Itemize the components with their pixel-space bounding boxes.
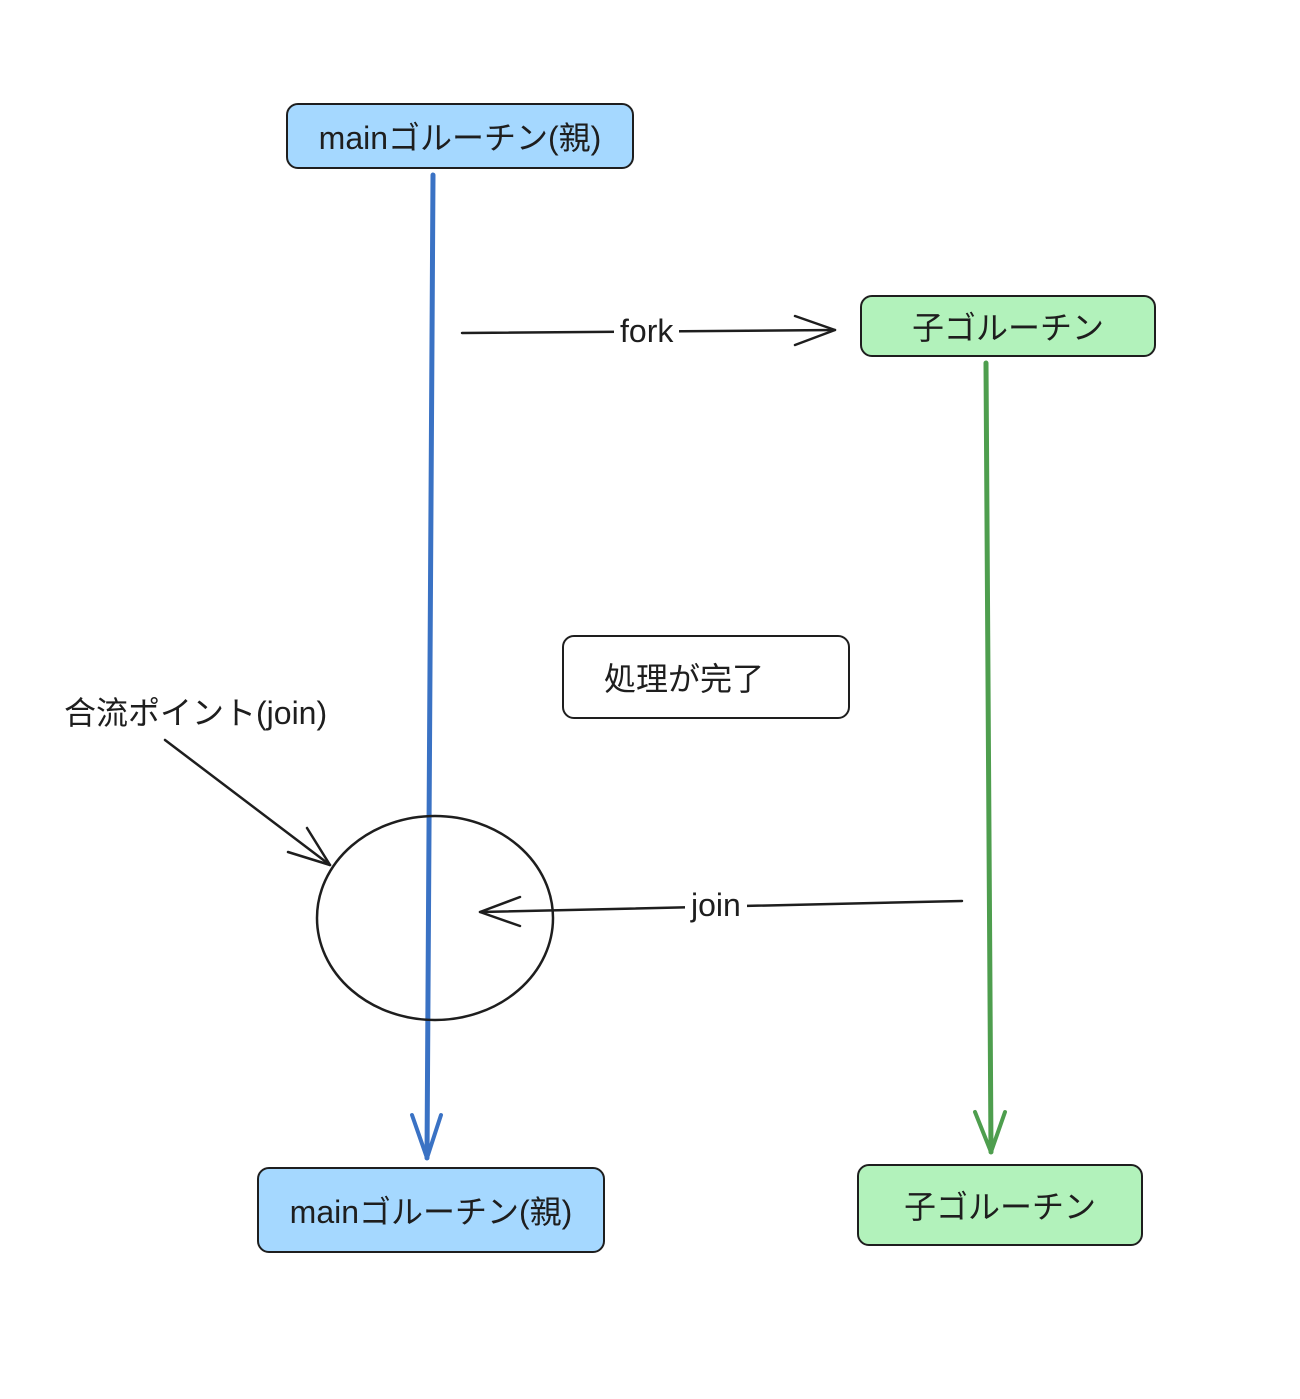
join-point-circle — [315, 814, 555, 1022]
join-label: join — [685, 887, 747, 924]
child-goroutine-top-label: 子ゴルーチン — [911, 310, 1104, 346]
child-timeline-arrowhead — [973, 1110, 1007, 1154]
main-timeline-arrowhead — [410, 1113, 443, 1160]
child-timeline-line — [983, 360, 994, 1155]
child-goroutine-bottom-node[interactable]: 子ゴルーチン — [857, 1164, 1143, 1246]
fork-label: fork — [614, 313, 680, 350]
main-goroutine-bottom-label: mainゴルーチン(親) — [289, 1194, 573, 1230]
main-goroutine-bottom-node[interactable]: mainゴルーチン(親) — [257, 1167, 605, 1253]
annotation-arrow-line — [163, 738, 332, 867]
main-goroutine-top-label: mainゴルーチン(親) — [318, 120, 602, 156]
main-goroutine-top-node[interactable]: mainゴルーチン(親) — [286, 103, 634, 169]
join-arrowhead — [478, 895, 522, 928]
child-goroutine-bottom-label: 子ゴルーチン — [903, 1189, 1096, 1225]
annotation-arrowhead — [286, 826, 332, 867]
fork-arrowhead — [793, 314, 837, 347]
process-complete-note[interactable]: 処理が完了 — [562, 635, 850, 719]
join-point-annotation: 合流ポイント(join) — [64, 695, 328, 731]
process-complete-label: 処理が完了 — [604, 661, 765, 697]
main-timeline-line — [424, 172, 436, 1161]
child-goroutine-top-node[interactable]: 子ゴルーチン — [860, 295, 1156, 357]
